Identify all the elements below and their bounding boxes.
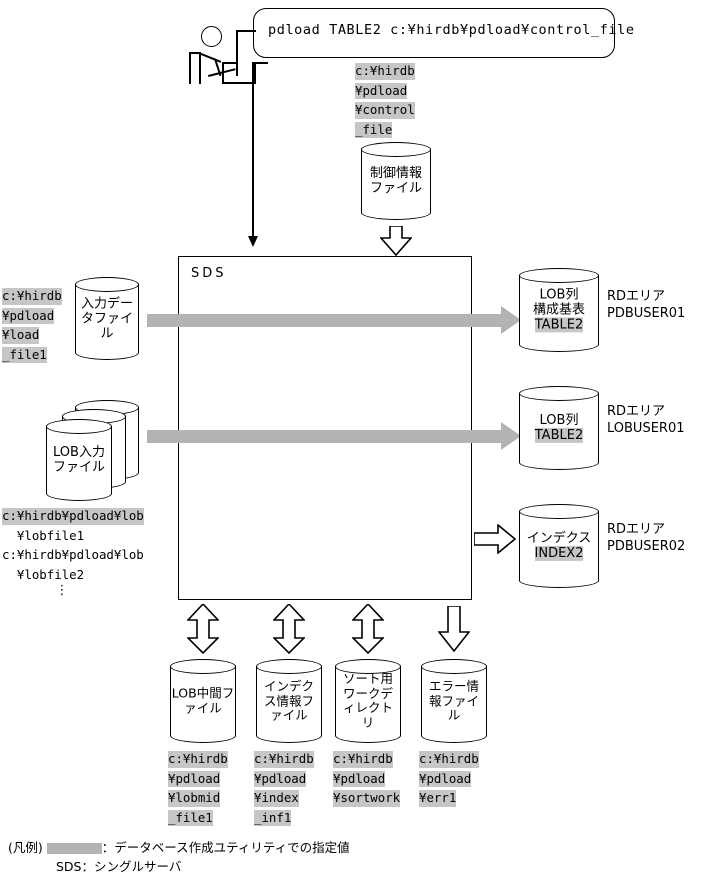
lob-mid-file-arrow [187,604,219,654]
control-file-path: c:¥hirdb ¥pdload ¥control _file [355,63,415,138]
lob-input-file-label: LOB入力 ファイル [52,444,105,475]
cylinder-top [519,386,599,401]
sort-work-dir-arrow [352,604,384,654]
person-back [199,52,201,84]
index-info-file-path: c:¥hirdb ¥pdload ¥index _inf1 [254,751,314,826]
error-info-file-label: エラー情 報ファイ ル [428,678,479,723]
cylinder-top [46,419,112,434]
cylinder-top [256,659,322,674]
desk-surface [222,82,256,84]
lob-mid-file-label: LOB中間フ ァイル [171,685,235,715]
lob-input-file-paths: c:¥hirdb¥pdload¥lob ¥lobfile1 c:¥hirdb¥p… [2,508,144,598]
index-info-file-arrow [273,604,305,654]
lob-input-file-cylinder: LOB入力 ファイル [46,419,112,501]
input-data-file-label: 入力デー タファイ ル [80,295,133,342]
pdload-command-text: pdload TABLE2 c:¥hirdb¥pdload¥control_fi… [268,22,635,38]
cylinder-body [75,284,139,353]
arrow-head [501,306,521,334]
input-data-file-cylinder: 入力デー タファイ ル [75,277,139,360]
rd-area-label-pdbuser01: RDエリア PDBUSER01 [607,289,686,321]
legend-swatch-meaning: ：データベース作成ユティリティでの指定値 [101,840,350,855]
rd-area-cylinder-table2-base: LOB列 構成基表 TABLE2 [519,268,599,352]
cylinder-body [361,149,431,213]
arrow-head [501,422,521,450]
sds-label: SDS [191,266,227,281]
sort-work-dir-label: ソート用 ワークデ ィレクト リ [342,671,393,730]
terminal-top [222,62,238,64]
cylinder-top [75,277,139,292]
lob-path-ellipsis: ⋮ [55,583,69,598]
cylinder-top [335,659,401,674]
legend-gray-swatch [46,843,102,854]
legend-row-sds: SDS：シングルサーバ [56,859,182,875]
speech-bubble-tail [236,30,256,32]
input-data-file-path: c:¥hirdb ¥pdload ¥load _file1 [2,288,62,363]
command-speech-bubble [253,8,615,58]
terminal-right [254,62,256,84]
error-info-file-arrow [438,606,470,652]
control-file-path-text: c:¥hirdb [355,63,415,80]
cylinder-top [361,142,431,157]
person-head-base [189,52,201,54]
lob-mid-file-cylinder: LOB中間フ ァイル [170,659,236,743]
input-data-flow-arrow [147,306,522,334]
rd-area-cylinder-label: インデクス INDEX2 [526,530,592,561]
lob-mid-file-path: c:¥hirdb ¥pdload ¥lobmid _file1 [168,751,228,826]
terminal-edge [236,62,238,76]
command-to-sds-line [252,62,254,238]
legend: (凡例) ：データベース作成ユティリティでの指定値 SDS：シングルサーバ [8,838,350,877]
cylinder-top [519,268,599,283]
rd-area-cylinder-lob-column: LOB列 TABLE2 [519,386,599,470]
index-info-file-cylinder: インデク ス情報フ ァイル [256,659,322,743]
error-info-file-cylinder: エラー情 報ファイ ル [421,659,487,743]
cylinder-body [46,426,112,494]
rd-area-label-pdbuser02: RDエリア PDBUSER02 [607,522,686,554]
cylinder-top [519,504,599,519]
person-shoulder [198,52,222,63]
terminal-cap [254,62,268,64]
control-info-file-label: 制御情報 ファイル [369,165,422,196]
cylinder-top [421,659,487,674]
person-head-icon [201,26,222,47]
index-name-highlight: INDEX2 [534,546,584,561]
sort-work-dir-cylinder: ソート用 ワークデ ィレクト リ [335,659,401,743]
error-info-file-path: c:¥hirdb ¥pdload ¥err1 [419,751,479,807]
sds-server-box [178,256,472,600]
terminal-side [222,62,224,84]
cylinder-body [335,666,401,736]
lob-data-flow-arrow [147,422,522,450]
control-file-to-sds-arrow [380,226,412,256]
cylinder-body [519,275,599,345]
cylinder-body [421,666,487,736]
control-info-file-cylinder: 制御情報 ファイル [361,142,431,220]
rd-area-cylinder-label: LOB列 TABLE2 [534,412,584,443]
sort-work-dir-path: c:¥hirdb ¥pdload ¥sortwork [333,751,401,807]
cylinder-body [256,666,322,736]
speech-bubble-tail-stem [236,30,238,62]
index-info-file-label: インデク ス情報フ ァイル [263,678,314,723]
rd-area-cylinder-index: インデクス INDEX2 [519,504,599,588]
arrow-shaft [147,314,503,327]
rd-area-cylinder-label: LOB列 構成基表 TABLE2 [532,287,585,333]
rd-area-label-lobuser01: RDエリア LOBUSER01 [607,404,685,436]
person-front [189,54,191,84]
cylinder-body [170,666,236,736]
legend-prefix: (凡例) [8,840,43,855]
cylinder-top [170,659,236,674]
command-to-sds-arrowhead [248,236,258,247]
legend-row-highlight: (凡例) ：データベース作成ユティリティでの指定値 [8,838,350,857]
sds-to-index-arrow [474,524,516,554]
table-name-highlight: TABLE2 [534,428,584,443]
arrow-shaft [147,430,503,443]
table-name-highlight: TABLE2 [534,317,584,333]
